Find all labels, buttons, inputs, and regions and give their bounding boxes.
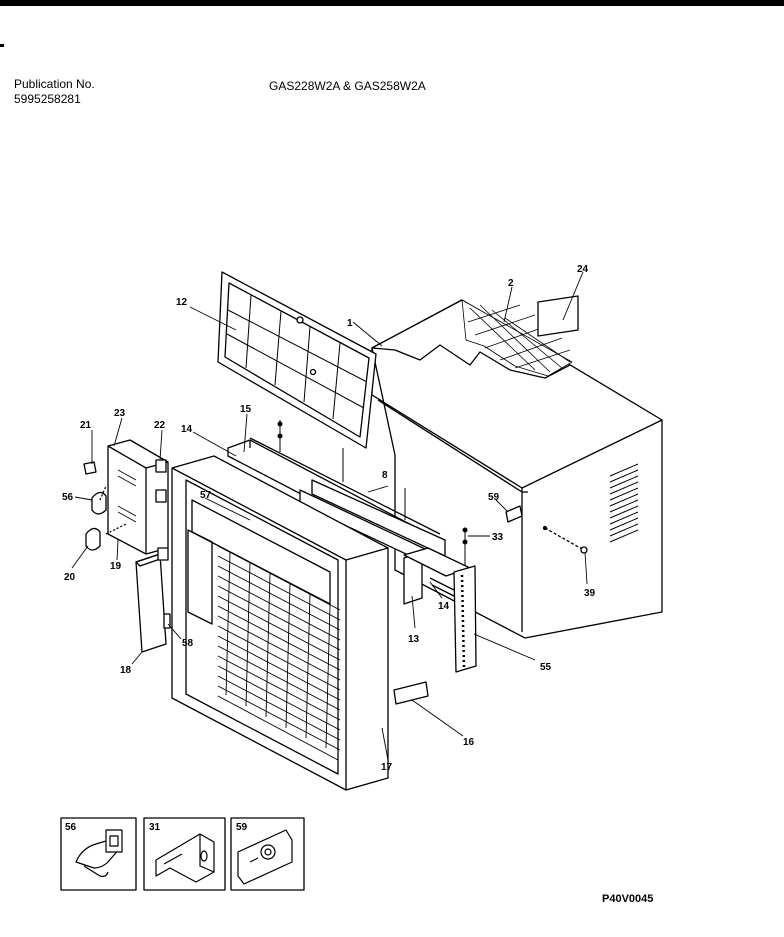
callout-17: 17 (381, 762, 393, 773)
callout-24: 24 (577, 264, 589, 275)
leader-lines (71, 271, 588, 761)
rating-label (537, 295, 579, 337)
side-curtain (453, 565, 477, 673)
control-panel (83, 439, 169, 555)
callout-15: 15 (240, 404, 252, 415)
inset-label-56: 56 (65, 822, 77, 833)
mounting-plate-icon (237, 829, 293, 885)
callout-55: 55 (540, 662, 552, 673)
callout-14-bottom: 14 (438, 601, 450, 612)
callout-18: 18 (120, 665, 132, 676)
grille-louvres (217, 545, 341, 761)
top-border (0, 0, 784, 6)
callout-16: 16 (463, 737, 475, 748)
knob-20 (85, 527, 101, 551)
control-door (135, 547, 171, 653)
callout-12: 12 (176, 297, 188, 308)
detail-inset-56: 56 (60, 817, 137, 891)
publication-label: Publication No. (14, 77, 95, 91)
callout-19: 19 (110, 561, 122, 572)
detail-inset-31: 31 (143, 817, 226, 891)
insulation-pad (461, 299, 573, 377)
callout-2: 2 (508, 278, 514, 289)
cabinet-louvres (609, 463, 639, 543)
inset-label-31: 31 (149, 822, 161, 833)
front-grille (171, 455, 389, 791)
callout-33: 33 (492, 532, 504, 543)
callout-14-top: 14 (181, 424, 193, 435)
inset-label-59: 59 (236, 822, 248, 833)
callout-8: 8 (382, 470, 388, 481)
bracket-icon (155, 833, 215, 883)
corner-mark (0, 44, 4, 47)
callout-39: 39 (584, 588, 596, 599)
model-numbers: GAS228W2A & GAS258W2A (269, 79, 426, 93)
air-filter (217, 271, 377, 449)
callout-23: 23 (114, 408, 126, 419)
knob-56 (91, 491, 107, 515)
callout-1: 1 (347, 318, 353, 329)
callout-59: 59 (488, 492, 500, 503)
callout-57: 57 (200, 490, 212, 501)
callout-20: 20 (64, 572, 76, 583)
detail-inset-59: 59 (230, 817, 305, 891)
drawing-code: P40V0045 (602, 893, 654, 905)
callout-13: 13 (408, 634, 420, 645)
support-rails (227, 420, 473, 606)
clip-22b (155, 489, 167, 503)
publication-number: 5995258281 (14, 92, 81, 106)
latch-clip-icon (75, 829, 123, 878)
clip-22 (155, 459, 167, 473)
callout-22: 22 (154, 420, 166, 431)
base-support (393, 681, 429, 705)
callout-56: 56 (62, 492, 74, 503)
plug-21 (83, 461, 97, 475)
callout-58: 58 (182, 638, 194, 649)
callout-21: 21 (80, 420, 92, 431)
